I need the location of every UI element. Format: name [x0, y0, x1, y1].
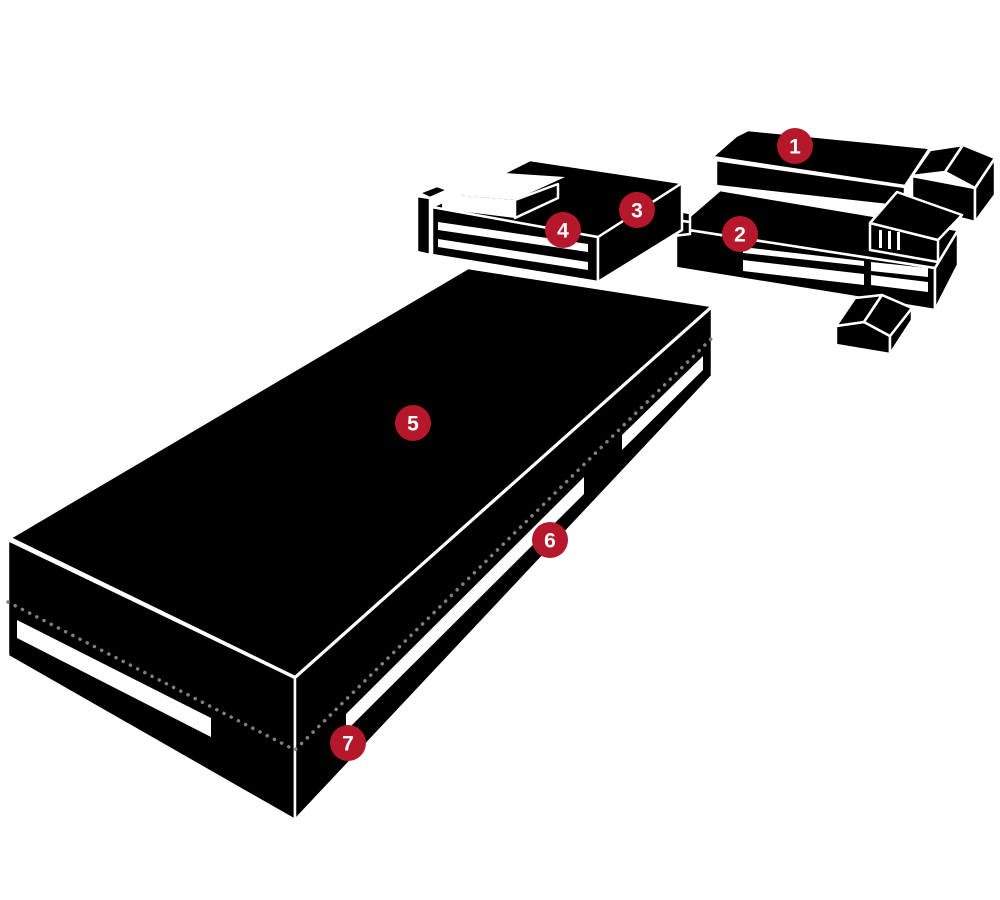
marker-label: 5 — [407, 413, 419, 436]
marker-7[interactable]: 7 — [330, 725, 366, 761]
marker-badge — [330, 725, 366, 761]
marker-3[interactable]: 3 — [619, 192, 655, 228]
marker-label: 2 — [734, 224, 746, 247]
marker-label: 7 — [342, 733, 354, 756]
marker-5[interactable]: 5 — [395, 405, 431, 441]
building-2 — [674, 188, 964, 312]
window-strip — [17, 620, 211, 737]
marker-badge — [532, 522, 568, 558]
marker-1[interactable]: 1 — [777, 128, 813, 164]
marker-badge — [619, 192, 655, 228]
marker-badge — [777, 128, 813, 164]
shed — [834, 293, 914, 356]
marker-badge — [395, 405, 431, 441]
marker-badge — [722, 216, 758, 252]
window-strip — [346, 477, 584, 731]
marker-label: 4 — [557, 220, 569, 243]
marker-label: 3 — [631, 200, 643, 223]
building-1 — [710, 128, 997, 224]
marker-label: 6 — [544, 530, 556, 553]
marker-badge — [545, 212, 581, 248]
marker-label: 1 — [789, 136, 801, 159]
building-5 — [6, 266, 714, 822]
window-strip — [622, 356, 703, 450]
dotted-path — [6, 334, 716, 753]
marker-4[interactable]: 4 — [545, 212, 581, 248]
marker-6[interactable]: 6 — [532, 522, 568, 558]
building-4 — [415, 158, 684, 284]
marker-2[interactable]: 2 — [722, 216, 758, 252]
